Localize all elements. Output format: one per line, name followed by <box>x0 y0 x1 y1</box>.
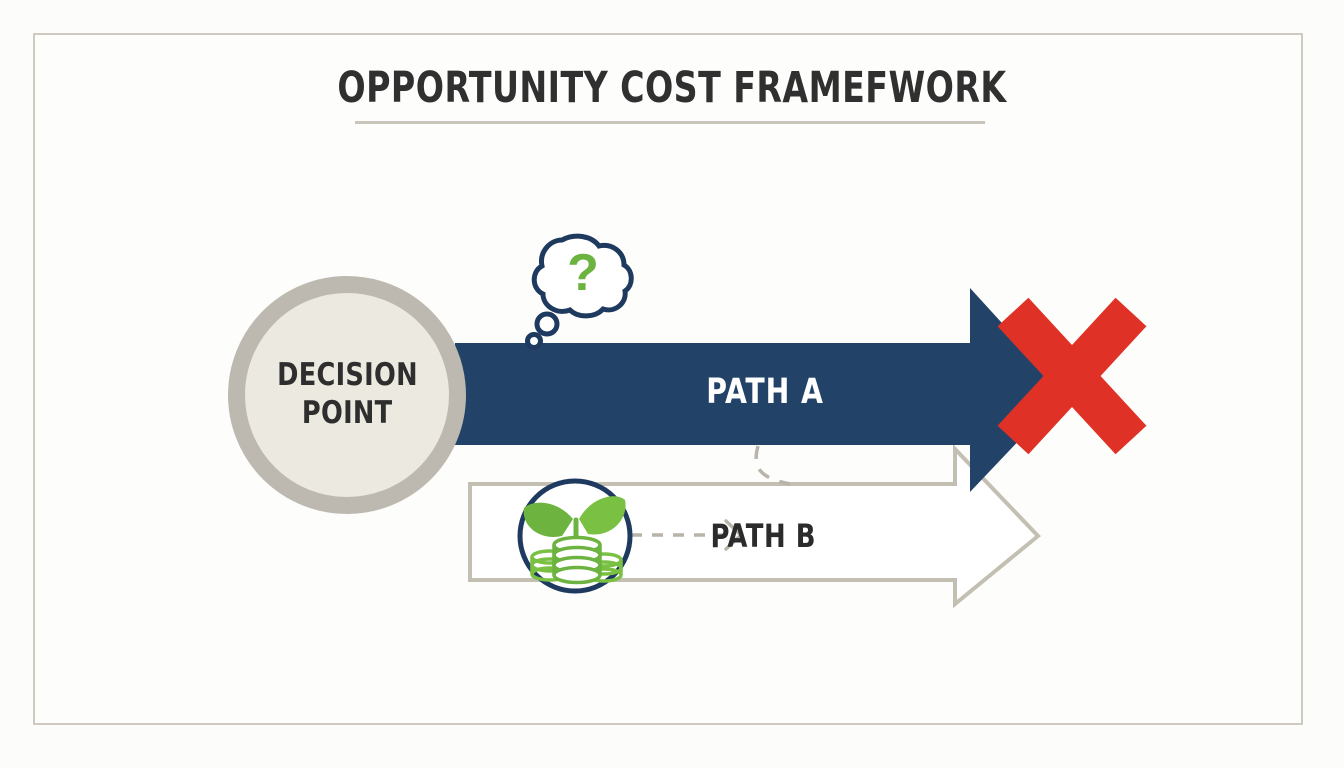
path-b-label: PATH B <box>710 517 817 555</box>
path-a-label: PATH A <box>706 372 824 412</box>
decision-point-label-line1: DECISION <box>276 357 418 394</box>
svg-text:?: ? <box>567 244 599 302</box>
title-underline-divider <box>355 121 985 124</box>
decision-point-label-line2: POINT <box>301 395 393 431</box>
page-title: OPPORTUNITY COST FRAMEFWORK <box>337 63 1007 113</box>
